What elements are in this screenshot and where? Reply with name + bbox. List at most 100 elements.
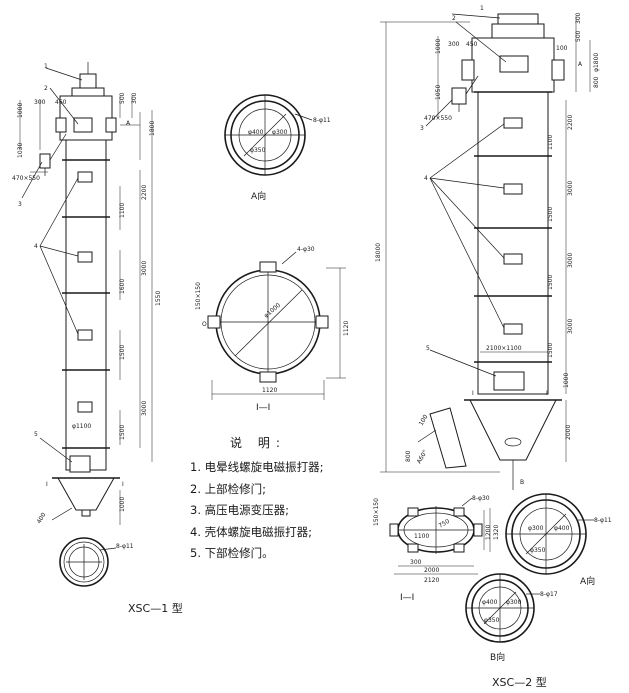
- svg-text:300: 300: [34, 99, 46, 106]
- svg-text:300: 300: [410, 559, 422, 566]
- svg-text:O: O: [202, 321, 207, 328]
- svg-text:1600: 1600: [119, 279, 126, 294]
- xsc1-shell-vibrator: [77, 171, 93, 183]
- svg-text:400: 400: [36, 511, 48, 525]
- xsc2-lower-door: [493, 371, 525, 391]
- svg-text:1500: 1500: [119, 345, 126, 360]
- svg-text:1120: 1120: [262, 387, 277, 394]
- svg-text:2000: 2000: [565, 425, 572, 440]
- xsc2-a-view: 8-φ11 φ300 φ400 φ350 A向: [505, 493, 612, 587]
- svg-text:1500: 1500: [547, 207, 554, 222]
- svg-text:300: 300: [575, 12, 582, 24]
- xsc2-support-bracket: [429, 407, 467, 469]
- svg-text:φ350: φ350: [530, 547, 546, 554]
- svg-text:470×550: 470×550: [12, 175, 40, 182]
- notes-block: 说 明: 1. 电晕线螺旋电磁振打器; 2. 上部检修门; 3. 高压电源变压器…: [190, 434, 324, 565]
- svg-text:2200: 2200: [567, 115, 574, 130]
- xsc2-shell-vibrator: [503, 323, 523, 335]
- callout-1: 1: [44, 63, 48, 70]
- svg-text:1800: 1800: [149, 121, 156, 136]
- svg-text:φ1000: φ1000: [263, 302, 282, 320]
- svg-text:1000: 1000: [17, 103, 24, 118]
- svg-text:1120: 1120: [343, 321, 350, 336]
- xsc2-side-outlet: [551, 59, 565, 81]
- svg-text:A: A: [578, 61, 583, 68]
- svg-text:8-φ11: 8-φ11: [313, 117, 331, 124]
- callout-3: 3: [18, 201, 22, 208]
- xsc1-shell-vibrator: [77, 401, 93, 413]
- svg-text:300: 300: [448, 41, 460, 48]
- section-lug-bottom: [259, 371, 277, 383]
- svg-text:φ400: φ400: [554, 525, 570, 532]
- section-lug-right: [315, 315, 329, 329]
- xsc1-lower-door: [69, 455, 91, 473]
- notes-item: 2. 上部检修门;: [190, 481, 267, 496]
- xsc2-top-vibrator: [497, 13, 539, 25]
- svg-text:φ350: φ350: [250, 147, 266, 154]
- svg-text:3000: 3000: [141, 401, 148, 416]
- xsc2-model-label: XSC—2 型: [492, 675, 547, 689]
- svg-text:A向: A向: [580, 575, 595, 587]
- xsc1-column: 1 2 3 4 5 A 1000 300 460 500 300 1030 18…: [12, 62, 183, 615]
- svg-text:1000: 1000: [563, 373, 570, 388]
- xsc1-upper-door: [73, 117, 93, 133]
- svg-text:1100: 1100: [119, 203, 126, 218]
- svg-text:A60°: A60°: [416, 449, 429, 465]
- svg-text:1050: 1050: [435, 85, 442, 100]
- svg-text:800: 800: [405, 450, 412, 462]
- svg-text:150×150: 150×150: [195, 282, 202, 310]
- a-view-flange: 8-φ11 φ400 φ300 φ350 A向: [224, 94, 331, 202]
- svg-text:φ300: φ300: [272, 129, 288, 136]
- svg-text:1500: 1500: [547, 343, 554, 358]
- notes-item: 5. 下部检修门。: [190, 546, 274, 560]
- svg-text:φ400: φ400: [482, 599, 498, 606]
- svg-text:3000: 3000: [567, 253, 574, 268]
- callout-2: 2: [44, 85, 48, 92]
- svg-text:I: I: [122, 481, 124, 488]
- xsc1-transformer: [39, 153, 51, 169]
- svg-text:500: 500: [575, 30, 582, 42]
- svg-text:φ1800: φ1800: [593, 53, 600, 72]
- svg-text:300: 300: [131, 92, 138, 104]
- svg-text:2200: 2200: [141, 185, 148, 200]
- svg-text:φ400: φ400: [248, 129, 264, 136]
- xsc1-bottom-flange: [59, 537, 109, 587]
- svg-text:100: 100: [418, 413, 430, 427]
- svg-text:5: 5: [426, 345, 430, 352]
- arrow-a-label: A: [126, 120, 131, 127]
- svg-text:1030: 1030: [17, 143, 24, 158]
- section-lug-left: [207, 315, 221, 329]
- svg-text:2000: 2000: [424, 567, 439, 574]
- svg-text:1200: 1200: [485, 525, 492, 540]
- svg-text:1: 1: [480, 5, 484, 12]
- a-view-title: A向: [251, 190, 266, 202]
- svg-text:φ1100: φ1100: [72, 423, 91, 430]
- svg-text:1100: 1100: [547, 135, 554, 150]
- svg-text:1500: 1500: [119, 425, 126, 440]
- svg-text:460: 460: [55, 99, 67, 106]
- section-title: I—I: [256, 403, 270, 413]
- svg-text:2: 2: [452, 15, 456, 22]
- svg-text:470×550: 470×550: [424, 115, 452, 122]
- svg-text:150×150: 150×150: [373, 498, 380, 526]
- xsc1-top-flange: [71, 87, 105, 97]
- svg-text:1550: 1550: [155, 291, 162, 306]
- svg-text:100: 100: [556, 45, 568, 52]
- svg-text:4: 4: [424, 175, 428, 182]
- notes-item: 1. 电晕线螺旋电磁振打器;: [190, 460, 324, 474]
- svg-text:8-φ17: 8-φ17: [540, 591, 558, 598]
- svg-text:2120: 2120: [424, 577, 439, 584]
- svg-text:B: B: [520, 479, 524, 486]
- svg-text:3: 3: [420, 125, 424, 132]
- svg-text:18000: 18000: [375, 243, 382, 262]
- svg-text:2100×1100: 2100×1100: [486, 345, 522, 352]
- svg-text:3000: 3000: [567, 181, 574, 196]
- xsc1-side-outlet: [105, 117, 117, 133]
- svg-text:1500: 1500: [547, 275, 554, 290]
- xsc1-hopper: [57, 477, 115, 511]
- xsc1-shell-vibrator: [77, 329, 93, 341]
- svg-text:500: 500: [119, 92, 126, 104]
- xsc2-column: 1 2 3 4 5 A 300 500 1000 300 450 100 φ18…: [375, 5, 600, 490]
